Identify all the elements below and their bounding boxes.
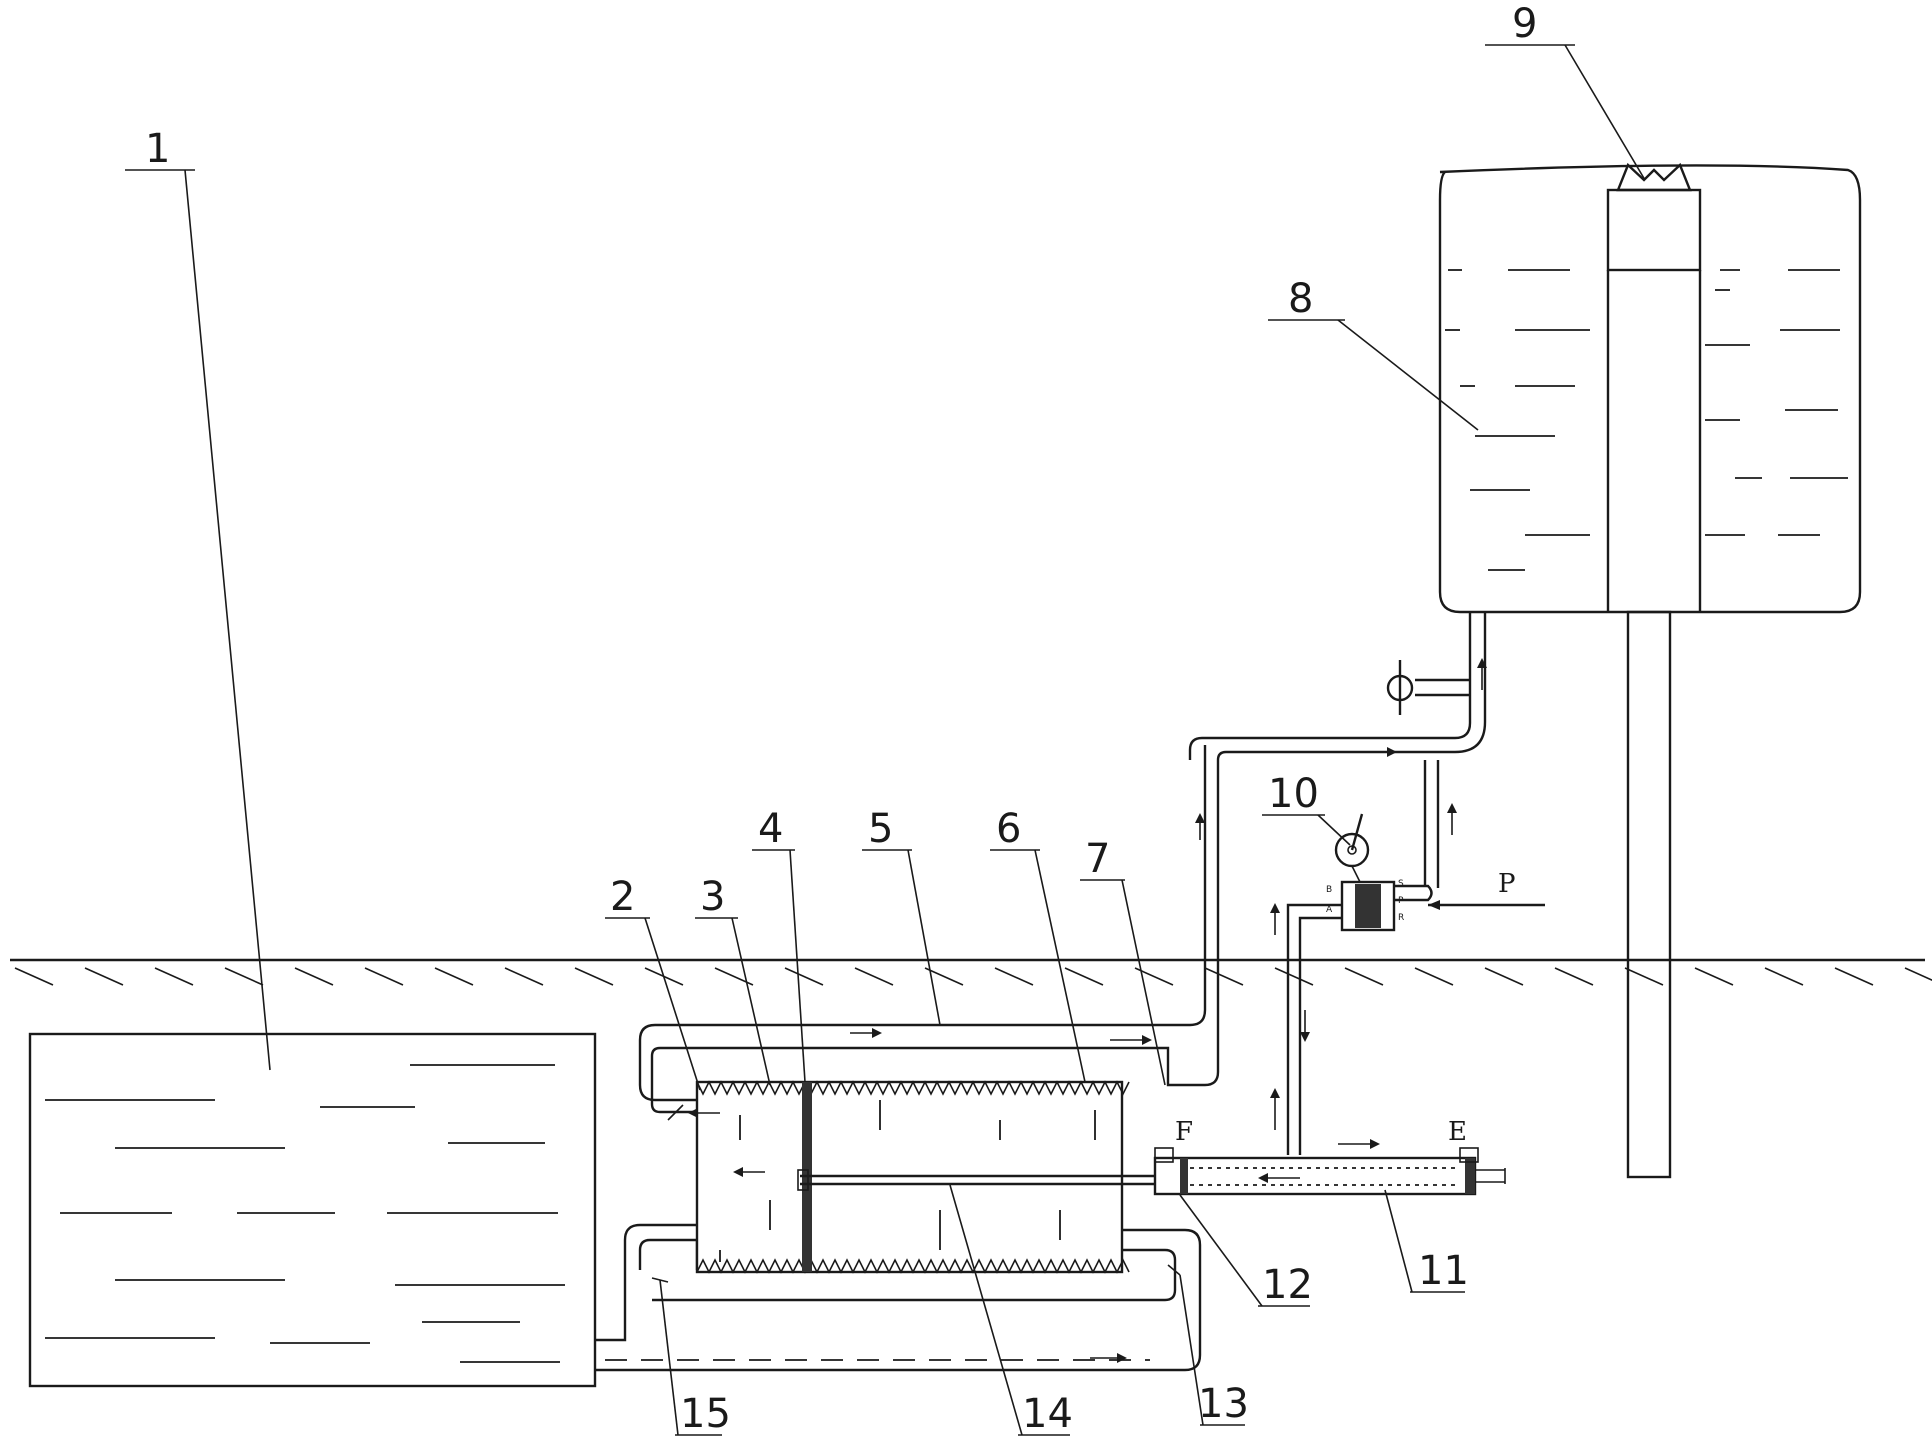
label-7: 7 bbox=[1085, 836, 1110, 882]
label-4: 4 bbox=[758, 806, 783, 852]
label-15: 15 bbox=[680, 1391, 731, 1437]
label-12: 12 bbox=[1262, 1262, 1313, 1308]
valve-port-s: S bbox=[1398, 879, 1404, 889]
label-14: 14 bbox=[1022, 1391, 1073, 1437]
label-8: 8 bbox=[1288, 276, 1313, 322]
label-p: P bbox=[1498, 869, 1516, 899]
label-f: F bbox=[1175, 1117, 1193, 1147]
label-3: 3 bbox=[700, 874, 725, 920]
label-10: 10 bbox=[1268, 771, 1319, 817]
elevated-water-tower bbox=[1438, 162, 1862, 1179]
ground-surface bbox=[10, 958, 1932, 986]
label-9: 9 bbox=[1512, 1, 1537, 47]
valve-port-r: R bbox=[1398, 913, 1404, 923]
reservoir-tank bbox=[28, 1032, 597, 1388]
label-6: 6 bbox=[996, 806, 1021, 852]
driving-cylinder bbox=[1153, 1147, 1506, 1196]
leader-lines bbox=[125, 44, 1646, 1436]
riser-pipe bbox=[850, 612, 1487, 1363]
label-13: 13 bbox=[1198, 1381, 1249, 1427]
part-labels: 1 2 3 4 5 6 7 8 9 10 11 12 13 14 15 P E … bbox=[145, 1, 1537, 1437]
label-5: 5 bbox=[868, 806, 893, 852]
control-lines bbox=[1270, 903, 1342, 1155]
valve-port-b: B bbox=[1326, 885, 1332, 895]
label-e: E bbox=[1448, 1117, 1467, 1147]
label-1: 1 bbox=[145, 126, 170, 172]
label-11: 11 bbox=[1418, 1248, 1469, 1294]
label-2: 2 bbox=[610, 874, 635, 920]
directional-valve: B A S P R bbox=[1326, 760, 1545, 932]
bellows-cylinder bbox=[688, 1080, 1155, 1274]
valve-port-a: A bbox=[1326, 905, 1333, 915]
pipe-network-lower bbox=[595, 745, 1220, 1372]
